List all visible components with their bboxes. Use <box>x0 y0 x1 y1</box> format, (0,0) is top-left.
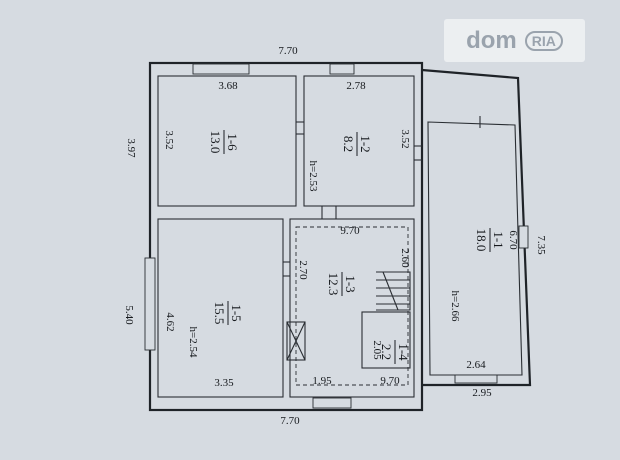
dim-room2-width: 2.78 <box>346 80 366 92</box>
room-area: 15.5 <box>212 302 227 325</box>
room-area: 18.0 <box>474 229 489 252</box>
room-id: 1-3 <box>343 275 358 292</box>
stair-arrow <box>382 271 399 311</box>
room-label-1-5: 1-5 15.5 <box>212 301 244 325</box>
stair-outline <box>376 271 411 311</box>
room-1-3-inner-dashed <box>295 226 409 386</box>
dim-right-total: 7.35 <box>535 235 547 255</box>
main-block-outline <box>148 61 424 412</box>
room-label-1-3: 1-3 12.3 <box>326 272 358 296</box>
room-area: 13.0 <box>208 131 223 154</box>
room-id: 1-5 <box>229 304 244 321</box>
dim-room1-height: 6.70 <box>507 230 519 250</box>
dim-left-upper: 3.97 <box>125 138 137 158</box>
room-1-3-outline <box>289 218 415 398</box>
dim-room6-height: 3.52 <box>163 130 175 149</box>
watermark-badge: RIA <box>524 30 563 51</box>
room-1-6-outline <box>157 75 297 207</box>
dim-room5-ceiling: h=2.54 <box>187 327 199 358</box>
dim-room3-top: 9.70 <box>340 225 360 237</box>
window-annex-right <box>518 225 529 249</box>
room-label-1-1: 1-1 18.0 <box>474 228 506 252</box>
dim-room3-stair: 2.60 <box>399 248 411 268</box>
annex-outline <box>421 68 532 387</box>
dim-room6-width: 3.68 <box>218 80 238 92</box>
window-bottom <box>312 397 352 409</box>
room-label-1-6: 1-6 13.0 <box>208 130 240 154</box>
dim-top-width: 7.70 <box>278 45 298 57</box>
room-label-1-4: 1-4 2.2 <box>379 340 411 364</box>
dim-left-lower: 5.40 <box>123 305 135 325</box>
dim-room5-width: 3.35 <box>214 377 234 389</box>
room-1-5-outline <box>157 218 284 398</box>
room-id: 1-1 <box>491 231 506 248</box>
dim-room3-left: 2.70 <box>297 260 309 280</box>
room-area: 12.3 <box>326 273 341 296</box>
room-1-2-outline <box>303 75 415 207</box>
dim-room3-bottom-b: 9.70 <box>380 375 400 387</box>
dim-room1-ceiling: h=2.66 <box>449 291 461 322</box>
dim-right-bottom: 2.95 <box>472 387 492 399</box>
dom-ria-watermark-logo: dom RIA <box>444 19 585 62</box>
room-label-1-2: 1-2 8.2 <box>341 132 373 156</box>
dim-bottom-width: 7.70 <box>280 415 300 427</box>
stove-diagonal <box>286 321 306 361</box>
room-id: 1-6 <box>225 133 240 151</box>
watermark-word: dom <box>466 26 517 54</box>
room-id: 1-4 <box>396 343 411 361</box>
room-area: 2.2 <box>379 344 394 360</box>
dim-room2-ceiling: h=2.53 <box>307 161 319 192</box>
dim-room4-height: 2.05 <box>371 340 383 360</box>
window-left <box>144 257 156 351</box>
window-top-left <box>192 63 250 75</box>
window-annex-bottom <box>454 374 498 384</box>
room-1-4-outline <box>361 311 411 369</box>
window-top-right <box>329 63 355 75</box>
dim-room2-height: 3.52 <box>399 129 411 148</box>
room-1-1-outline <box>427 121 523 376</box>
dim-room1-width: 2.64 <box>466 359 486 371</box>
dim-room3-bottom-a: 1.95 <box>312 375 332 387</box>
dim-room5-height: 4.62 <box>164 312 176 331</box>
stove-symbol <box>286 321 306 361</box>
room-id: 1-2 <box>358 135 373 152</box>
room-area: 8.2 <box>341 136 356 152</box>
